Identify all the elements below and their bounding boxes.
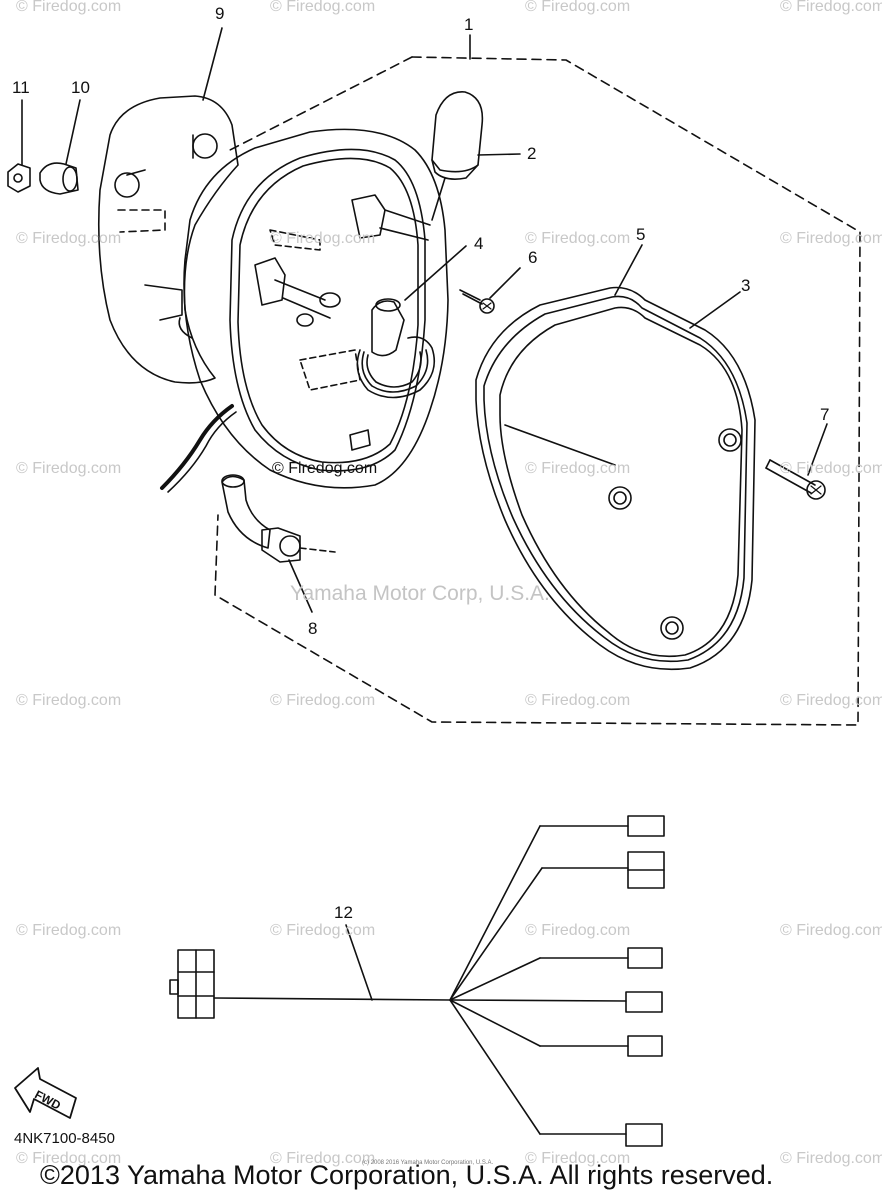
watermark: © Firedog.com [16,922,122,939]
watermark: © Firedog.com [525,230,631,247]
part-10-spacer [39,162,79,195]
leader-8 [288,559,313,613]
part-7-screw [765,459,826,500]
leader-4 [404,245,467,301]
watermark: © Firedog.com [16,230,122,247]
watermark: © Firedog.com [16,0,122,15]
callout-5: 5 [636,225,646,244]
tail-light-housing [183,128,449,489]
callout-8: 8 [308,619,318,638]
leader-2 [477,153,521,156]
watermark: © Firedog.com [16,692,122,709]
callout-4: 4 [474,234,484,253]
catalog-code: 4NK7100-8450 [14,1130,115,1147]
part-12-wire-harness [169,815,665,1147]
watermark: © Firedog.com [780,230,882,247]
callout-10: 10 [71,78,90,97]
watermark: © Firedog.com [525,692,631,709]
watermark: © Firedog.com [525,460,631,477]
assembly-boundary-dashed [214,56,861,726]
part-11-nut [7,163,31,193]
part-2-bulb [431,91,484,221]
leader-7 [807,423,828,476]
watermark: © Firedog.com [525,922,631,939]
callout-7: 7 [820,405,830,424]
watermark: © Firedog.com [270,922,376,939]
callout-1: 1 [464,15,474,34]
callout-9: 9 [215,4,225,23]
center-watermark: © Firedog.com [272,460,378,477]
fwd-arrow-icon [14,1067,77,1119]
part-5-lens-gasket [475,286,756,671]
watermark: © Firedog.com [525,1150,631,1167]
leader-6 [489,267,521,299]
part-9-gasket-plate [97,95,239,384]
copyright-notice: ©2013 Yamaha Motor Corporation, U.S.A. A… [40,1160,774,1190]
tiny-copyright-notice: (c) 2008 2016 Yamaha Motor Corporation, … [362,1160,494,1166]
callout-2: 2 [527,144,537,163]
watermark: © Firedog.com [270,1150,376,1167]
assembly-boundary-dashed-top [229,56,413,151]
leader-10 [65,99,81,165]
watermark: © Firedog.com [525,0,631,15]
leader-5 [614,244,643,296]
leader-12 [345,924,373,1001]
housing-cable-edge [167,411,237,493]
watermark: © Firedog.com [780,460,882,477]
part-6-screw [459,289,495,314]
leader-3 [689,291,741,329]
watermark: © Firedog.com [270,0,376,15]
callout-6: 6 [528,248,538,267]
inner-caption: Yamaha Motor Corp, U.S.A. [290,582,550,605]
part-3-lens [499,306,743,658]
watermark: © Firedog.com [780,692,882,709]
leader-9 [202,27,223,101]
watermark: © Firedog.com [16,460,122,477]
callout-3: 3 [741,276,751,295]
watermark: © Firedog.com [780,1150,882,1167]
watermark: © Firedog.com [270,692,376,709]
part-4-bulb-socket [356,298,436,399]
callout-11: 11 [12,78,30,97]
callout-12: 12 [334,903,353,922]
housing-cable [160,404,234,490]
part-8-grommet [221,474,336,563]
watermark: © Firedog.com [16,1150,122,1167]
watermark: © Firedog.com [780,922,882,939]
watermark: © Firedog.com [270,230,376,247]
watermark: © Firedog.com [780,0,882,15]
